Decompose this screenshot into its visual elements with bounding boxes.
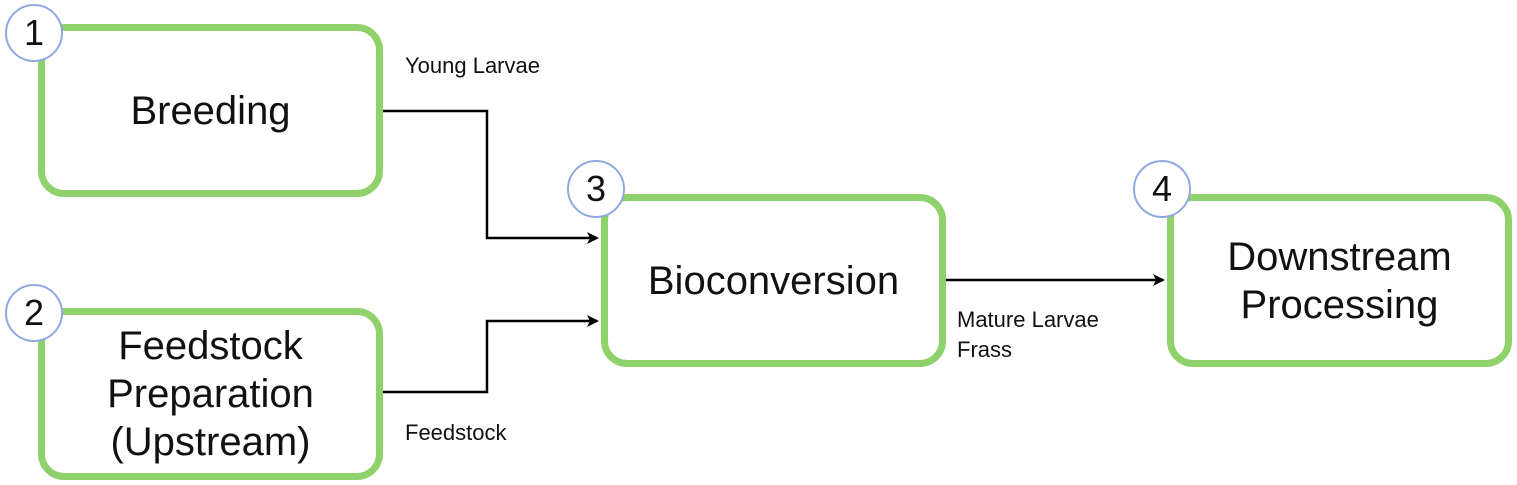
node-breeding: Breeding xyxy=(38,24,383,197)
node-bioconversion: Bioconversion xyxy=(601,194,946,367)
step-badge-2: 2 xyxy=(5,284,63,342)
arrow-feedstock-to-bioconversion xyxy=(382,315,599,394)
arrow-breeding-to-bioconversion xyxy=(382,109,599,244)
node-feedstock-preparation: Feedstock Preparation (Upstream) xyxy=(38,308,383,480)
node-downstream-processing-label: Downstream Processing xyxy=(1227,234,1452,327)
edge-label-young-larvae: Young Larvae xyxy=(405,53,540,78)
node-breeding-label: Breeding xyxy=(130,88,291,133)
step-badge-4: 4 xyxy=(1133,160,1191,218)
edge-label-mature-larvae-frass: Mature Larvae Frass xyxy=(957,307,1099,362)
node-downstream-processing: Downstream Processing xyxy=(1167,194,1512,367)
step-badge-1: 1 xyxy=(5,4,63,62)
step-badge-3: 3 xyxy=(567,160,625,218)
edge-label-feedstock: Feedstock xyxy=(405,420,507,445)
node-bioconversion-label: Bioconversion xyxy=(647,258,900,303)
node-feedstock-preparation-label: Feedstock Preparation (Upstream) xyxy=(107,324,314,464)
